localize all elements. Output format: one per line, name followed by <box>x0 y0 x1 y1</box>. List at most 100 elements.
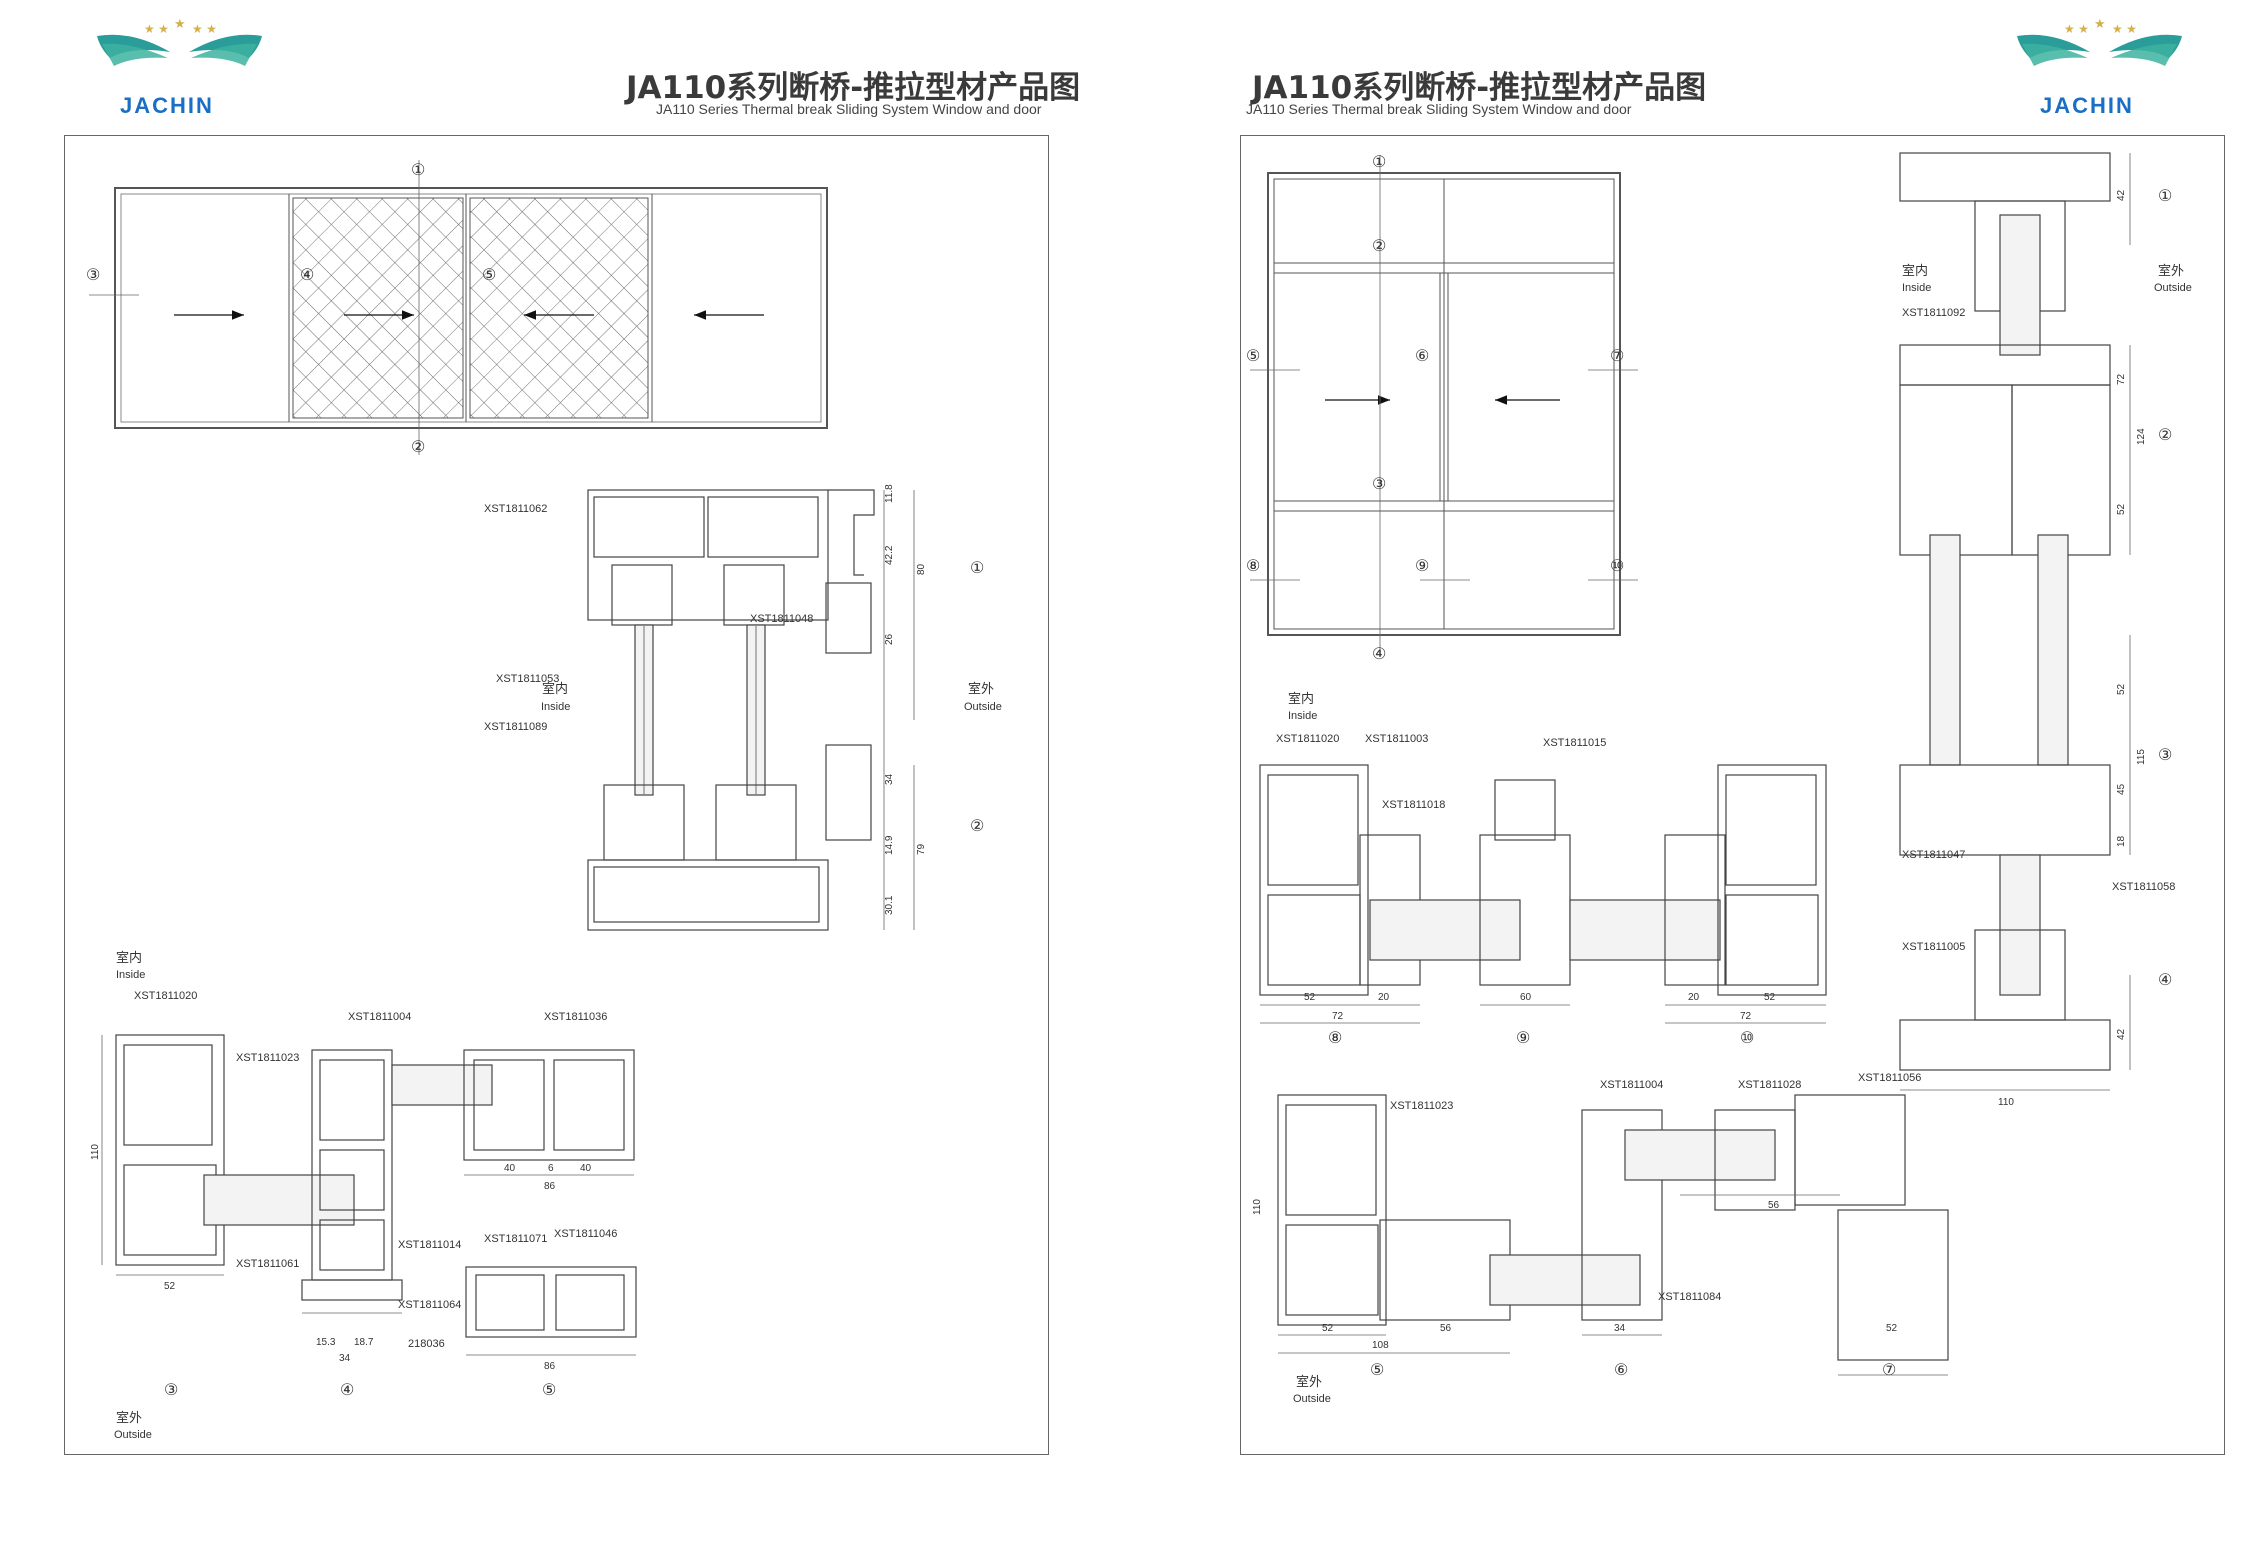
right-drawing: ① ② ③ ④ ⑤ ⑥ ⑦ ⑧ ⑨ ⑩ 室内 Inside 室外 Outside… <box>1246 152 2192 1405</box>
section-5 <box>463 1049 637 1356</box>
code-xst1811062: XST1811062 <box>484 503 547 515</box>
d9-60: 60 <box>1520 992 1532 1003</box>
m-6r: ⑥ <box>1614 1362 1628 1379</box>
dim-86-a: 86 <box>544 1181 556 1192</box>
d7-52: 52 <box>1886 1323 1898 1334</box>
d8-20: 20 <box>1378 992 1390 1003</box>
d5-52: 52 <box>1322 1323 1334 1334</box>
marker-5: ⑤ <box>482 267 496 284</box>
dim-26: 26 <box>884 633 895 645</box>
v-dim-72: 72 <box>2116 373 2127 385</box>
screen-mesh-right <box>469 197 649 419</box>
r-marker-6: ⑥ <box>1415 348 1429 365</box>
marker-s4: ④ <box>340 1382 354 1399</box>
d5-56: 56 <box>1440 1323 1452 1334</box>
dim-34: 34 <box>884 773 895 785</box>
section-1-2-labels: XST1811062 XST1811048 XST1811053 XST1811… <box>484 484 1002 915</box>
marker-s1: ① <box>970 560 984 577</box>
marker-s2: ② <box>970 818 984 835</box>
code-xst1811020-r: XST1811020 <box>1276 733 1339 745</box>
svg-text:★: ★ <box>174 18 186 31</box>
dim-52: 52 <box>164 1281 176 1292</box>
inside-cn-label-2: 室内 <box>116 950 142 966</box>
section-8-9-10-labels: 室内 Inside XST1811020 XST1811003 XST18110… <box>1276 691 1776 1047</box>
v-marker-4: ④ <box>2158 972 2172 989</box>
svg-text:★ ★: ★ ★ <box>2064 22 2089 36</box>
section-8-9-10 <box>1259 764 1827 1024</box>
right-vertical-section <box>1899 152 2131 1091</box>
right-elevation <box>1250 155 1638 655</box>
code-xst1811056: XST1811056 <box>1858 1072 1921 1084</box>
dim-15-3: 15.3 <box>316 1337 336 1348</box>
section-4 <box>301 1049 493 1314</box>
v-dim-42-b: 42 <box>2116 1028 2127 1040</box>
code-xst1811004: XST1811004 <box>348 1011 411 1023</box>
r-outside-cn-2: 室外 <box>1296 1374 1322 1390</box>
marker-4: ④ <box>300 267 314 284</box>
m-9: ⑨ <box>1516 1030 1530 1047</box>
brand-logo-right: ★ ★ ★ ★ ★ <box>2017 18 2182 66</box>
m-8: ⑧ <box>1328 1030 1342 1047</box>
outside-en-label-2: Outside <box>114 1429 152 1441</box>
code-xst1811023: XST1811023 <box>236 1052 299 1064</box>
section-3 <box>101 1034 355 1276</box>
code-xst1811020: XST1811020 <box>134 990 197 1002</box>
d10-20: 20 <box>1688 992 1700 1003</box>
r-outside-cn: 室外 <box>2158 263 2184 279</box>
svg-text:★ ★: ★ ★ <box>192 22 217 36</box>
inside-en-label: Inside <box>541 701 570 713</box>
d10-52: 52 <box>1764 992 1776 1003</box>
dim-40-b: 40 <box>580 1163 592 1174</box>
r-marker-4: ④ <box>1372 646 1386 663</box>
outside-cn-label: 室外 <box>968 681 994 697</box>
dim-34-s4: 34 <box>339 1353 351 1364</box>
d6-56: 56 <box>1768 1200 1780 1211</box>
d5-108: 108 <box>1372 1340 1389 1351</box>
m-5r: ⑤ <box>1370 1362 1384 1379</box>
marker-1: ① <box>411 162 425 179</box>
code-xst1811092: XST1811092 <box>1902 307 1965 319</box>
inside-cn-label: 室内 <box>542 681 568 697</box>
outside-cn-label-2: 室外 <box>116 1410 142 1426</box>
brand-name: JACHIN <box>120 93 214 118</box>
svg-text:★ ★: ★ ★ <box>2112 22 2137 36</box>
dim-110: 110 <box>90 1144 101 1160</box>
outside-en-label: Outside <box>964 701 1002 713</box>
d5-110: 110 <box>1252 1199 1263 1215</box>
right-elevation-markers: ① ② ③ ④ ⑤ ⑥ ⑦ ⑧ ⑨ ⑩ <box>1246 154 1624 663</box>
page-title-right: JA110系列断桥-推拉型材产品图 <box>1252 70 1707 106</box>
dim-18-7: 18.7 <box>354 1337 374 1348</box>
code-xst1811023-r: XST1811023 <box>1390 1100 1453 1112</box>
dim-6: 6 <box>548 1163 554 1174</box>
r-inside-en-2: Inside <box>1288 710 1317 722</box>
left-elevation: ① ② ③ ④ ⑤ <box>86 160 828 456</box>
code-xst1811003: XST1811003 <box>1365 733 1428 745</box>
dim-14-9: 14.9 <box>884 835 895 855</box>
code-xst1811071: XST1811071 <box>484 1233 547 1245</box>
m-7r: ⑦ <box>1882 1362 1896 1379</box>
brand-logo: ★ ★ ★ ★ ★ <box>97 18 262 66</box>
code-xst1811048: XST1811048 <box>750 613 813 625</box>
r-outside-en-2: Outside <box>1293 1393 1331 1405</box>
wings-stars-icon: ★ ★ ★ ★ ★ <box>97 18 262 66</box>
dim-42-2: 42.2 <box>884 545 895 565</box>
v-dim-115: 115 <box>2136 749 2147 765</box>
section-3-labels: 室内 Inside XST1811020 XST1811023 XST18110… <box>90 950 299 1441</box>
code-xst1811014: XST1811014 <box>398 1239 461 1251</box>
v-dim-45: 45 <box>2116 783 2127 795</box>
v-dim-52-b: 52 <box>2116 683 2127 695</box>
r-outside-en: Outside <box>2154 282 2192 294</box>
v-marker-1: ① <box>2158 188 2172 205</box>
section-5-labels: XST1811036 XST1811071 XST1811046 40 6 40… <box>484 1011 617 1399</box>
code-xst1811061: XST1811061 <box>236 1258 299 1270</box>
r-marker-7: ⑦ <box>1610 348 1624 365</box>
r-marker-9: ⑨ <box>1415 558 1429 575</box>
code-xst1811064: XST1811064 <box>398 1299 461 1311</box>
right-vertical-labels: 室内 Inside 室外 Outside XST1811092 XST18110… <box>1902 188 2192 1108</box>
v-marker-3: ③ <box>2158 747 2172 764</box>
v-marker-2: ② <box>2158 427 2172 444</box>
page-subtitle-right: JA110 Series Thermal break Sliding Syste… <box>1246 101 1632 117</box>
code-xst1811004-r: XST1811004 <box>1600 1079 1663 1091</box>
dim-80: 80 <box>916 563 927 575</box>
brand-name-right: JACHIN <box>2040 93 2134 118</box>
